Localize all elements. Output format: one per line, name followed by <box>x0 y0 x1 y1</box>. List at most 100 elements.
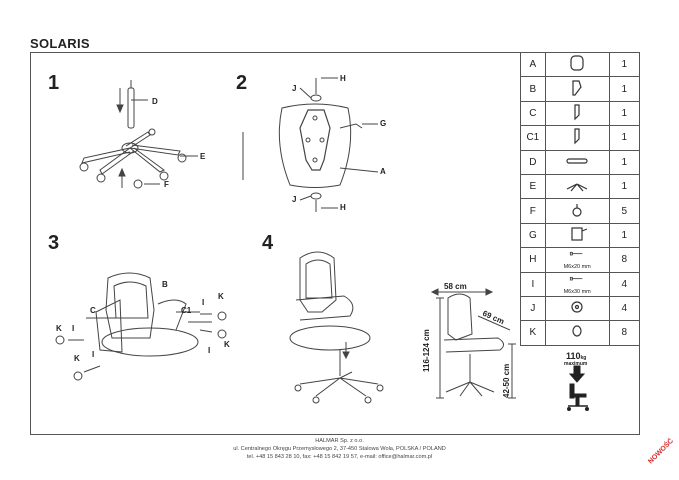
footer-address: ul. Centralnego Okręgu Przemysłowego 2, … <box>233 446 446 452</box>
parts-row: H M6x20 mm 8 <box>520 247 641 273</box>
step-number-3: 3 <box>48 232 60 254</box>
dimension-chair-drawing <box>430 288 516 399</box>
part-letter: J <box>520 295 546 322</box>
cap-icon <box>572 325 582 338</box>
part-quantity: 1 <box>608 76 641 102</box>
footer-contact: tel. +48 15 843 28 10, fax: +48 15 842 1… <box>246 454 433 460</box>
star-base-icon <box>566 183 588 192</box>
part-letter: A <box>520 51 546 78</box>
step-number-4: 4 <box>262 232 274 254</box>
company-footer: HALMAR Sp. z o.o. ul. Centralnego Okręgu… <box>0 437 679 461</box>
label-A: A <box>380 167 386 176</box>
part-quantity: 5 <box>608 198 641 224</box>
screw-icon <box>570 276 583 281</box>
instruction-frame <box>30 52 640 435</box>
part-quantity: 4 <box>608 295 641 322</box>
step1-star-base-drawing <box>79 128 198 189</box>
max-load-chair-icon <box>567 365 589 411</box>
step3-armrest-drawing <box>55 272 227 381</box>
max-load-value: 110 <box>566 351 581 361</box>
part-icon-cell <box>544 173 610 200</box>
bracket-icon <box>574 104 580 121</box>
part-icon-cell <box>544 76 610 102</box>
washer-icon <box>571 301 583 313</box>
part-quantity: 1 <box>608 51 641 78</box>
label-F: F <box>164 180 169 189</box>
part-icon-cell: M6x20 mm <box>544 247 610 273</box>
label-I-right-2: I <box>208 346 211 355</box>
part-quantity: 8 <box>608 247 641 273</box>
part-letter: F <box>520 198 546 224</box>
document-title: SOLARIS <box>30 36 90 51</box>
label-I-left-1: I <box>72 324 75 333</box>
part-letter: C <box>520 100 546 127</box>
step4-chair-drawing <box>289 251 384 404</box>
part-note: M6x20 mm <box>563 264 591 271</box>
part-letter: K <box>520 320 546 346</box>
armrest-icon <box>572 79 582 96</box>
label-I-right-1: I <box>202 298 205 307</box>
parts-row: C1 1 <box>520 125 641 151</box>
part-quantity: 1 <box>608 173 641 200</box>
part-letter: D <box>520 149 546 175</box>
label-C1: C1 <box>181 306 192 315</box>
step2-backrest-drawing <box>278 77 379 212</box>
max-load-caption: maximum <box>564 361 588 367</box>
label-K-left-1: K <box>56 324 62 333</box>
part-icon-cell <box>544 295 610 322</box>
footer-company: HALMAR Sp. z o.o. <box>315 438 364 444</box>
part-icon-cell <box>544 149 610 175</box>
part-quantity: 8 <box>608 320 641 346</box>
part-quantity: 1 <box>608 149 641 175</box>
part-icon-cell <box>544 198 610 224</box>
caster-icon <box>572 203 582 217</box>
part-icon-cell <box>544 320 610 346</box>
mechanism-icon <box>571 227 588 241</box>
step-number-2: 2 <box>236 72 248 94</box>
part-letter: G <box>520 222 546 249</box>
part-quantity: 1 <box>608 125 641 151</box>
part-icon-cell <box>544 51 610 78</box>
label-D: D <box>152 97 158 106</box>
step-number-1: 1 <box>48 72 60 94</box>
label-G: G <box>380 119 387 128</box>
label-I-left-2: I <box>92 350 95 359</box>
dimension-width: 58 cm <box>444 282 467 291</box>
part-icon-cell <box>544 222 610 249</box>
label-C: C <box>90 306 96 315</box>
bracket-icon <box>574 128 580 145</box>
backrest-icon <box>570 55 584 71</box>
part-note: M6x30 mm <box>563 288 591 295</box>
max-load-label: 110kg maximum <box>564 351 587 367</box>
label-H-bottom: H <box>340 203 346 212</box>
label-E: E <box>200 152 206 161</box>
part-letter: B <box>520 76 546 102</box>
part-letter: E <box>520 173 546 200</box>
label-K-left-2: K <box>74 354 80 363</box>
parts-row: I M6x30 mm 4 <box>520 271 641 297</box>
part-letter: I <box>520 271 546 297</box>
dimension-seat-height: 42-50 cm <box>502 363 511 398</box>
part-letter: C1 <box>520 125 546 151</box>
label-J-bottom: J <box>292 195 297 204</box>
screw-icon <box>570 252 583 256</box>
label-H-top: H <box>340 74 346 83</box>
label-K-right-2: K <box>224 340 230 349</box>
part-quantity: 1 <box>608 222 641 249</box>
part-letter: H <box>520 247 546 273</box>
part-quantity: 4 <box>608 271 641 297</box>
step1-gas-lift-drawing <box>116 80 148 129</box>
label-J-top: J <box>292 84 297 93</box>
part-quantity: 1 <box>608 100 641 127</box>
